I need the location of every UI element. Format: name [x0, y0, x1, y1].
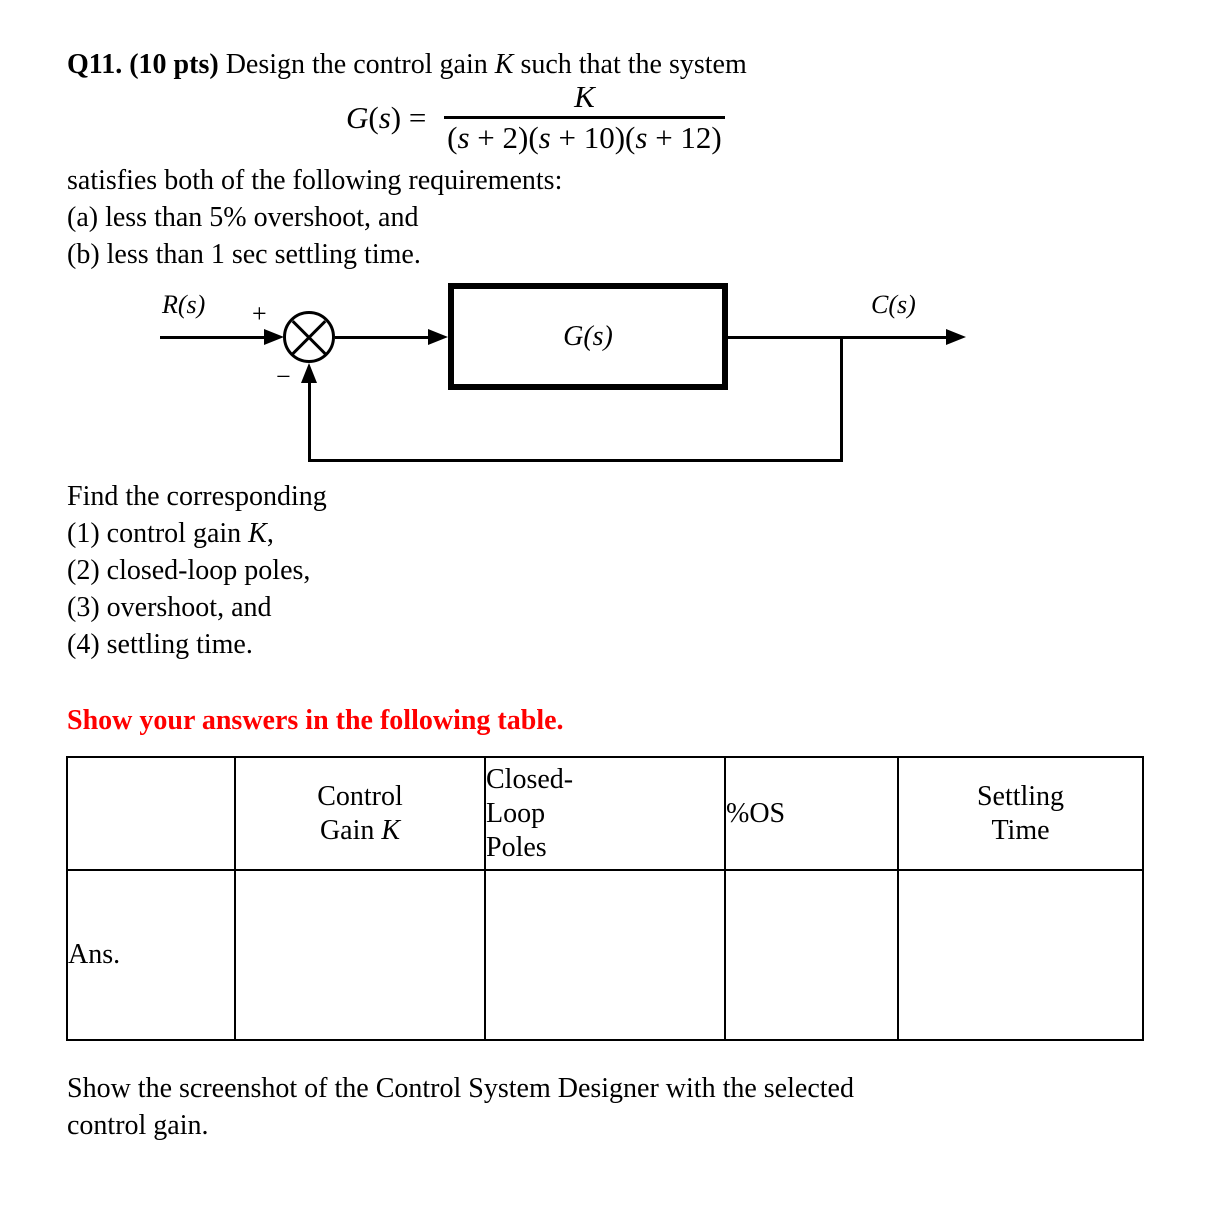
- minus-sign: −: [276, 362, 291, 391]
- find-item-1-comma: ,: [266, 518, 274, 549]
- table-instruction-heading: Show your answers in the following table…: [67, 705, 564, 736]
- factor-2-variable: s: [538, 120, 551, 155]
- question-title-variable: K: [494, 49, 514, 80]
- find-item-4: (4) settling time.: [67, 629, 253, 660]
- footer-line-1: Show the screenshot of the Control Syste…: [67, 1073, 854, 1104]
- transfer-function-formula: G(s) = K (s + 2)(s + 10)(s + 12): [346, 80, 725, 155]
- find-paragraph: Find the corresponding (1) control gain …: [67, 478, 327, 663]
- fraction-numerator: K: [574, 79, 595, 114]
- header-control-gain-line2: Gain K: [236, 814, 484, 848]
- block-input-arrowhead-icon: [428, 329, 448, 345]
- formula-lparen: (: [368, 99, 379, 135]
- plant-block-label: G(s): [563, 320, 613, 352]
- requirement-item-b: (b) less than 1 sec settling time.: [67, 239, 421, 270]
- requirement-item-a: (a) less than 5% overshoot, and: [67, 202, 419, 233]
- question-title: Q11. (10 pts) Design the control gain K …: [67, 46, 747, 83]
- formula-variable: s: [378, 99, 391, 135]
- find-item-3: (3) overshoot, and: [67, 592, 272, 623]
- answer-cell-percent-os: [724, 869, 899, 1041]
- factor-1-variable: s: [457, 120, 470, 155]
- header-control-gain: Control Gain K: [234, 756, 486, 871]
- header-control-gain-line1: Control: [317, 780, 403, 812]
- formula-function-symbol: G: [346, 99, 369, 135]
- plant-block: G(s): [448, 283, 728, 390]
- fraction-bar: [444, 116, 725, 119]
- formula-equals: =: [401, 99, 435, 135]
- feedback-line-bottom: [308, 459, 843, 462]
- factor-2-rest: + 10): [550, 120, 626, 155]
- answer-row-label: Ans.: [66, 869, 236, 1041]
- answer-cell-closed-loop-poles: [484, 869, 726, 1041]
- header-closed-loop-poles: Closed- Loop Poles: [484, 756, 726, 871]
- requirements-paragraph: satisfies both of the following requirem…: [67, 162, 562, 273]
- header-control-gain-variable: K: [381, 814, 401, 846]
- find-item-1: (1) control gain K,: [67, 515, 327, 552]
- header-settling-time: Settling Time: [897, 756, 1144, 871]
- header-closed-loop-line1: Closed-: [486, 763, 574, 795]
- output-signal-line: [728, 336, 946, 339]
- table-answer-row: Ans.: [66, 869, 1144, 1041]
- factor-3-rest: + 12): [647, 120, 722, 155]
- question-title-tail: such that the system: [513, 49, 747, 80]
- feedback-line-right: [840, 337, 843, 461]
- answer-cell-control-gain: [234, 869, 486, 1041]
- factor-3-variable: s: [635, 120, 648, 155]
- plus-sign: +: [252, 299, 267, 328]
- find-item-2: (2) closed-loop poles,: [67, 555, 311, 586]
- answers-table: Control Gain K Closed- Loop Poles %OS Se…: [66, 756, 1144, 1041]
- requirements-lead: satisfies both of the following requirem…: [67, 165, 563, 196]
- formula-lhs: G(s) =: [346, 99, 435, 135]
- header-settling-line2: Time: [991, 814, 1050, 846]
- footer-line-2: control gain.: [67, 1110, 209, 1141]
- fraction-denominator: (s + 2)(s + 10)(s + 12): [444, 121, 725, 155]
- footer-instruction: Show the screenshot of the Control Syste…: [67, 1070, 854, 1144]
- header-blank-cell: [66, 756, 236, 871]
- fraction: K (s + 2)(s + 10)(s + 12): [444, 80, 725, 155]
- junction-to-block-line: [335, 336, 430, 339]
- formula-rparen: ): [390, 99, 402, 135]
- header-control-gain-text: Gain: [319, 814, 382, 846]
- find-item-1-variable: K: [248, 518, 267, 549]
- summing-junction: [283, 311, 335, 363]
- output-arrowhead-icon: [946, 329, 966, 345]
- find-lead: Find the corresponding: [67, 481, 327, 512]
- table-header-row: Control Gain K Closed- Loop Poles %OS Se…: [66, 756, 1144, 871]
- question-number: Q11. (10 pts): [67, 49, 219, 80]
- input-signal-line: [160, 336, 266, 339]
- header-closed-loop-line2: Loop: [486, 797, 546, 829]
- find-item-1-text: (1) control gain: [67, 518, 249, 549]
- factor-2-lparen: (: [528, 120, 539, 155]
- feedback-line-left: [308, 381, 311, 462]
- input-signal-label: R(s): [162, 290, 206, 319]
- header-settling-line1: Settling: [976, 780, 1065, 812]
- factor-1-rest: + 2): [469, 120, 529, 155]
- header-percent-os: %OS: [724, 756, 899, 871]
- feedback-arrowhead-icon: [301, 363, 317, 383]
- input-arrowhead-icon: [264, 329, 284, 345]
- factor-1-lparen: (: [447, 120, 458, 155]
- answer-cell-settling-time: [897, 869, 1144, 1041]
- header-closed-loop-line3: Poles: [486, 831, 547, 863]
- question-title-mid: Design the control gain: [218, 49, 495, 80]
- factor-3-lparen: (: [625, 120, 636, 155]
- output-signal-label: C(s): [871, 290, 916, 319]
